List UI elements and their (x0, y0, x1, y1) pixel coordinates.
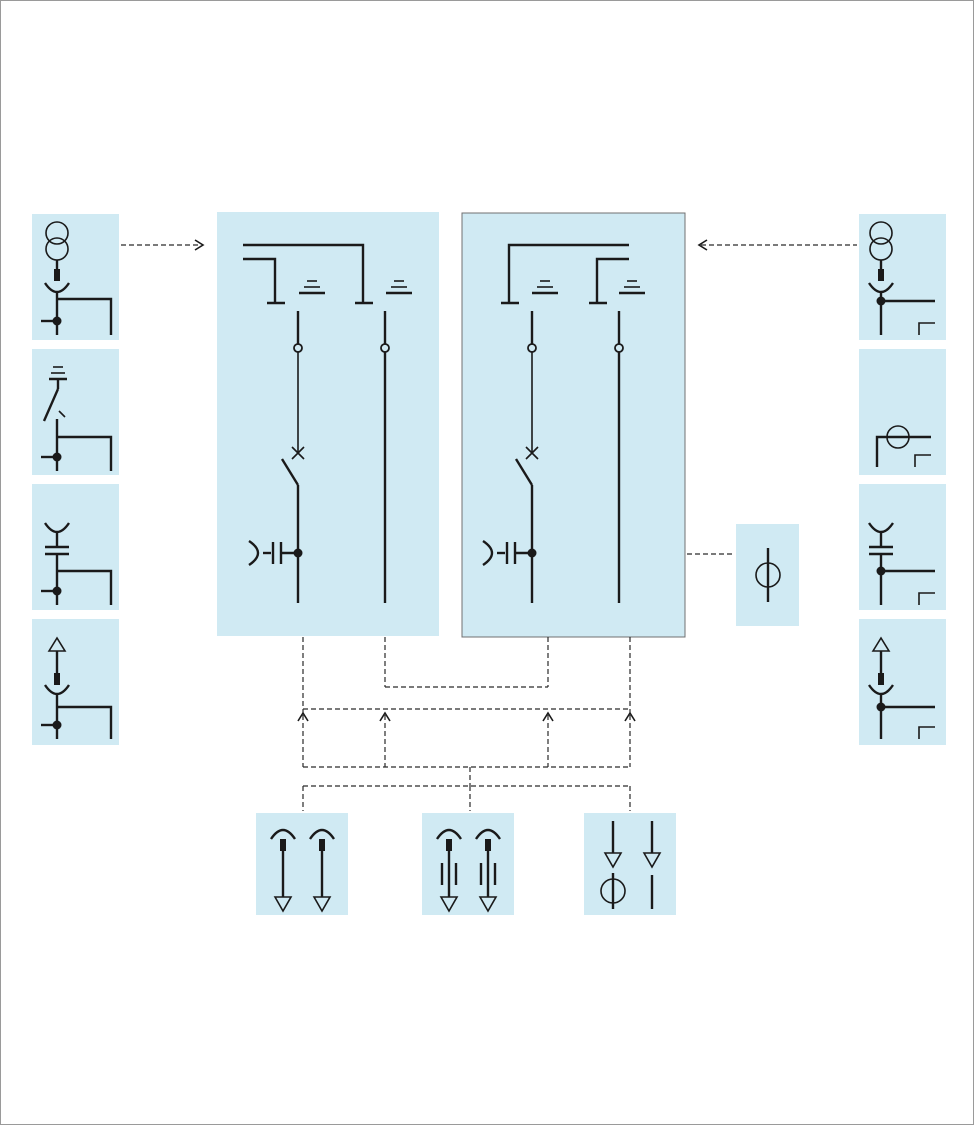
dashed-connectors (121, 239, 857, 811)
left-module-transformer (32, 214, 119, 340)
right-module-surge-arrester (859, 619, 946, 745)
side-module-current-sensor (736, 524, 799, 626)
bottom-module-voltage-sensor (584, 813, 676, 915)
switchgear-panel-right (461, 212, 686, 638)
left-module-surge-arrester (32, 619, 119, 745)
left-module-earthing-switch (32, 349, 119, 475)
left-module-capacitive-cable (32, 484, 119, 610)
bottom-module-cable-plug (256, 813, 348, 915)
right-module-capacitive-cable (859, 484, 946, 610)
transformer-winding-icon (45, 221, 69, 245)
right-module-transformer (859, 214, 946, 340)
current-transformer-icon (886, 425, 910, 449)
right-module-current-transformer (859, 349, 946, 475)
bottom-module-cable-plug-arrester (422, 813, 514, 915)
switchgear-panel-left (217, 212, 439, 636)
